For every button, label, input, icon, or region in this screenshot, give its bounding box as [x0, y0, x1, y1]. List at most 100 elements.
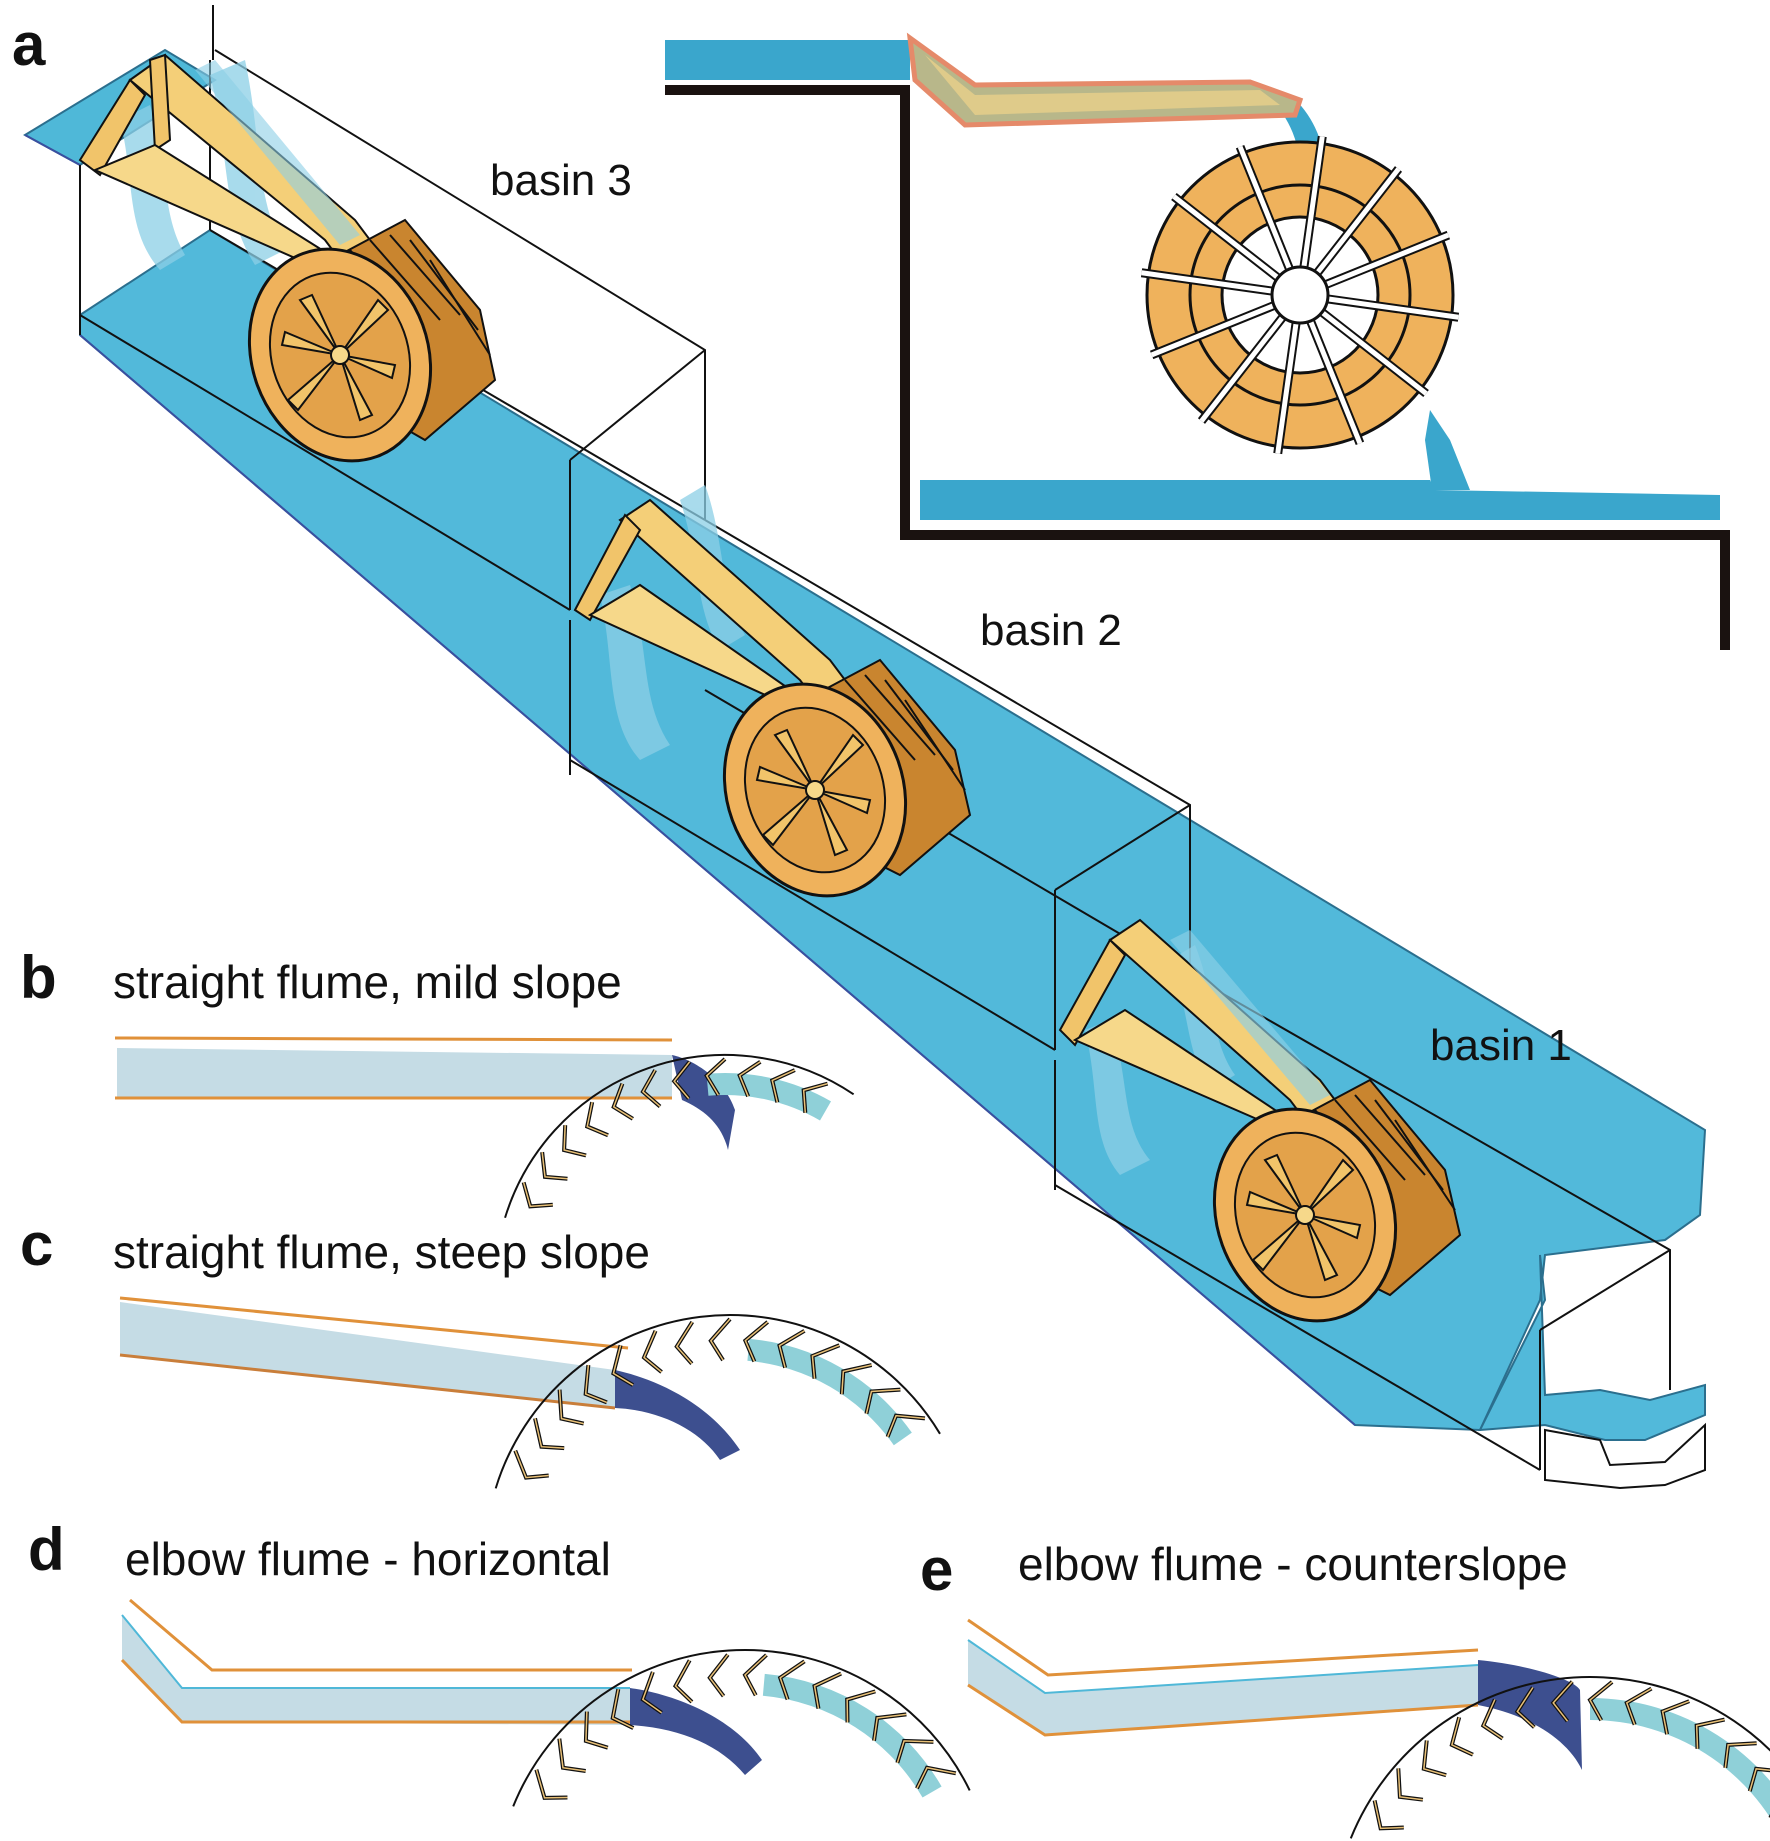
- bucket-water: [706, 1073, 831, 1121]
- bucket-blade: [742, 1653, 768, 1697]
- wheel-rim-arc: [1349, 1675, 1770, 1839]
- panel-letter-c: c: [20, 1211, 53, 1278]
- bucket-blade-inner: [535, 1769, 568, 1799]
- side-wheel: [1140, 135, 1460, 455]
- bucket-blade-inner: [563, 1125, 587, 1157]
- bucket-blade-inner: [846, 1690, 876, 1723]
- wheel-3: [78, 53, 497, 463]
- bucket-blade-inner: [1373, 1800, 1404, 1830]
- step-wall: [665, 85, 1730, 650]
- wheel-spoke: [1301, 136, 1325, 268]
- bucket-blade-inner: [886, 1414, 926, 1438]
- wheel-spoke: [1315, 167, 1401, 275]
- bucket-blade-inner: [709, 1318, 731, 1361]
- panel-b: b straight flume, mild slope: [20, 944, 855, 1219]
- bucket-blade-inner: [534, 1418, 565, 1449]
- bucket-blade-inner: [514, 1450, 549, 1479]
- wheel-spoke: [1141, 270, 1273, 294]
- bucket-blade-inner: [873, 1713, 907, 1741]
- bucket-blade-inner: [674, 1659, 693, 1703]
- wheel-rim-arc: [504, 1054, 855, 1219]
- wheel-spoke: [1320, 310, 1428, 396]
- wheel-spoke: [1325, 232, 1450, 287]
- headrace-water: [665, 40, 910, 80]
- panel-letter-b: b: [20, 944, 57, 1011]
- bucket-blade-inner: [744, 1654, 767, 1696]
- bucket-blade-inner: [802, 1082, 828, 1113]
- bucket-blade-inner: [558, 1738, 586, 1772]
- caption-b: straight flume, mild slope: [113, 956, 622, 1008]
- bucket-blade-inner: [643, 1330, 663, 1373]
- wheel-rim-arc: [512, 1649, 971, 1807]
- side-section: [665, 32, 1730, 650]
- bucket-blade-inner: [813, 1672, 842, 1709]
- bucket-blade-inner: [738, 1061, 761, 1097]
- bucket-blade-inner: [705, 1058, 726, 1096]
- outlet-step: [1478, 1254, 1706, 1441]
- bucket-blade-inner: [811, 1344, 840, 1379]
- bucket-blade-inner: [586, 1102, 609, 1136]
- bucket-blade-inner: [1724, 1742, 1757, 1769]
- bucket-blade-inner: [744, 1321, 769, 1362]
- bucket-blade-inner: [916, 1766, 957, 1789]
- bucket-blade-inner: [1450, 1717, 1474, 1756]
- bucket-blade-inner: [541, 1152, 568, 1180]
- outlet-step-white: [1544, 1422, 1706, 1490]
- bucket-blade-inner: [558, 1389, 584, 1425]
- basin-1-label: basin 1: [1430, 1021, 1572, 1070]
- bucket-blade-inner: [1516, 1687, 1535, 1728]
- bucket-blade-inner: [611, 1688, 634, 1729]
- bucket-blade-inner: [522, 1182, 553, 1208]
- bucket-blade-inner: [1695, 1718, 1725, 1749]
- basin-2-label: basin 2: [980, 606, 1122, 655]
- bucket-blade-inner: [1552, 1681, 1573, 1722]
- top-flume: [906, 32, 1304, 128]
- bucket-blade-inner: [641, 1069, 661, 1108]
- bucket-blade-inner: [584, 1364, 608, 1404]
- bucket-blade: [1396, 1768, 1424, 1802]
- panel-a: [22, 5, 1707, 1490]
- bucket-blade: [540, 1151, 568, 1181]
- bucket-water: [762, 1673, 942, 1798]
- wheel-spoke: [1199, 315, 1285, 423]
- bucket-blade: [521, 1181, 553, 1209]
- wheel-spoke: [1237, 145, 1292, 270]
- bucket-blade-inner: [675, 1321, 693, 1365]
- panel-letter-d: d: [28, 1516, 65, 1583]
- bucket-blade-inner: [1661, 1700, 1690, 1735]
- bucket-blade: [708, 1317, 732, 1362]
- floor-front-edge: [79, 334, 1356, 1426]
- bucket-water: [1590, 1698, 1770, 1818]
- bucket-blade-inner: [612, 1083, 634, 1120]
- bucket-water: [747, 1338, 912, 1446]
- wheel-spoke: [1275, 322, 1299, 454]
- bucket-blade-inner: [612, 1345, 634, 1386]
- bucket-blade-inner: [896, 1740, 934, 1764]
- bucket-blade-inner: [641, 1671, 663, 1714]
- wheel-spoke: [1150, 303, 1275, 358]
- basin-1-box: [1054, 974, 1671, 1471]
- wheel-spoke: [1308, 320, 1363, 445]
- caption-e: elbow flume - counterslope: [1018, 1538, 1568, 1590]
- wheel-spoke: [1172, 194, 1280, 280]
- bucket-blade-inner: [778, 1330, 805, 1368]
- caption-d: elbow flume - horizontal: [125, 1533, 611, 1585]
- caption-c: straight flume, steep slope: [113, 1226, 650, 1278]
- tailrace-water: [920, 480, 1720, 520]
- bucket-blade-inner: [585, 1711, 609, 1749]
- panel-letter-e: e: [920, 1536, 953, 1603]
- bucket-blade-inner: [1749, 1768, 1770, 1792]
- inlet-edge: [24, 134, 81, 166]
- panel-letter-a: a: [12, 11, 46, 78]
- panel-d: d elbow flume - horizontal: [28, 1516, 971, 1807]
- bucket-blade-inner: [673, 1061, 691, 1099]
- wheel-2: [573, 498, 972, 898]
- panel-e: e elbow flume - counterslope: [920, 1536, 1770, 1839]
- bucket-blade-inner: [1397, 1768, 1424, 1801]
- wheel-spoke: [1327, 296, 1459, 320]
- wheel-rim-arc: [494, 1314, 941, 1489]
- basin-3-label: basin 3: [490, 156, 632, 205]
- panel-c: c straight flume, steep slope: [20, 1211, 941, 1489]
- bucket-blade-inner: [1625, 1687, 1652, 1725]
